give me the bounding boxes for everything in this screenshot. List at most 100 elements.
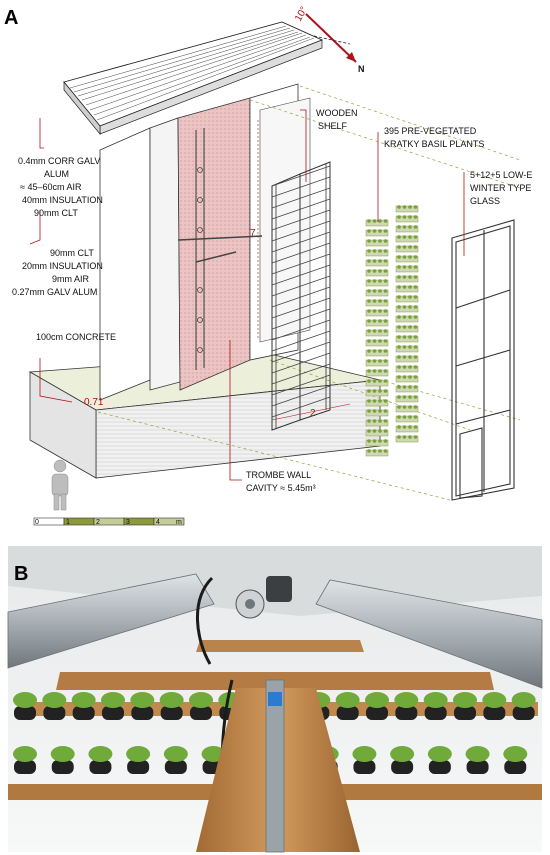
basil-plant	[372, 259, 377, 263]
basil-plant	[402, 275, 407, 279]
basil-plant	[367, 229, 371, 233]
plant-pot	[336, 706, 359, 720]
basil-plant	[367, 319, 371, 323]
building-body	[99, 83, 311, 401]
plant-pot	[131, 706, 154, 720]
basil-plant	[408, 365, 412, 369]
basil-plant	[413, 345, 418, 349]
basil-plant	[413, 295, 418, 299]
basil-plant	[372, 359, 377, 363]
basil-plant	[408, 245, 412, 249]
dimension-marks: 7 2 0.71	[84, 120, 351, 421]
plant-pot	[428, 760, 451, 774]
basil-plant	[378, 329, 382, 333]
leader-lines	[29, 109, 465, 481]
basil-plant	[367, 219, 371, 223]
basil-plant	[397, 255, 401, 259]
basil-plant	[402, 415, 407, 419]
basil-plant	[408, 405, 412, 409]
basil-plant	[383, 309, 388, 313]
glass-annotation-line-1: 5+12+5 LOW-E	[470, 170, 532, 180]
basil-plant	[372, 239, 377, 243]
plant-foliage	[50, 746, 75, 762]
basil-plant	[372, 279, 377, 283]
basil-plant	[378, 359, 382, 363]
basil-plant	[408, 265, 412, 269]
basil-plant	[378, 369, 382, 373]
roof-layer-4: 40mm INSULATION	[22, 195, 103, 205]
basil-plant	[413, 425, 418, 429]
wall-layer-2: 20mm INSULATION	[22, 261, 103, 271]
plant-tray	[365, 349, 389, 357]
plant-tray	[365, 399, 389, 407]
plant-tray	[365, 439, 389, 447]
plant-pot	[466, 760, 489, 774]
basil-plant	[383, 439, 388, 443]
basil-plant	[402, 395, 407, 399]
plant-tray	[395, 425, 419, 433]
shelf-rung	[271, 209, 331, 231]
roof-layer-2: ALUM	[44, 169, 69, 179]
basil-plant	[383, 299, 388, 303]
basil-plant	[397, 335, 401, 339]
shelf-rung	[271, 253, 331, 275]
plant-foliage	[13, 692, 37, 708]
plant-tray	[395, 415, 419, 423]
basil-plant	[372, 379, 377, 383]
basil-plant	[408, 325, 412, 329]
basil-plant	[378, 449, 382, 453]
basil-plant	[378, 299, 382, 303]
plant-foliage	[482, 692, 507, 708]
basil-plant	[378, 229, 382, 233]
plant-tray	[395, 295, 419, 303]
basil-plant	[383, 409, 388, 413]
plant-tray	[395, 355, 419, 363]
shelf-rung	[271, 275, 331, 297]
basil-plant	[397, 365, 401, 369]
shelf-rung	[271, 319, 331, 341]
panel-b-photo: B	[7, 546, 543, 853]
basil-plant	[372, 309, 377, 313]
shelf-rung	[271, 187, 331, 209]
plant-tray	[365, 409, 389, 417]
scale-tick-0: 0	[35, 519, 39, 526]
low-e-glass-frame	[451, 219, 515, 501]
basil-plant	[372, 419, 377, 423]
plant-tray	[365, 259, 389, 267]
plant-tray	[365, 449, 389, 457]
plant-foliage	[394, 692, 419, 708]
fan-unit	[235, 576, 292, 619]
wall-layer-1: 90mm CLT	[50, 248, 94, 258]
basil-plant	[367, 369, 371, 373]
basil-plant	[397, 235, 401, 239]
trombe-annotation-line-1: TROMBE WALL	[246, 470, 311, 480]
basil-plant	[383, 249, 388, 253]
basil-plant	[397, 405, 401, 409]
plant-foliage	[159, 692, 184, 708]
basil-plant	[408, 205, 412, 209]
basil-plant	[383, 279, 388, 283]
plant-foliage	[427, 746, 452, 762]
plant-foliage	[335, 692, 360, 708]
shelf-annotation-line-1: WOODEN	[316, 108, 358, 118]
basil-plant	[413, 235, 418, 239]
basil-plant	[413, 205, 418, 209]
basil-plant	[383, 319, 388, 323]
plant-tray	[365, 319, 389, 327]
basil-plant	[402, 355, 407, 359]
plant-pot	[454, 706, 476, 720]
plant-foliage	[511, 692, 536, 708]
basil-plant	[408, 415, 412, 419]
plant-pot	[504, 760, 527, 774]
plant-foliage	[71, 692, 96, 708]
scale-tick-4: 4	[156, 519, 160, 526]
shelf-rung	[271, 231, 331, 253]
basil-plant	[408, 375, 412, 379]
basil-plant	[383, 339, 388, 343]
wall-layer-4: 0.27mm GALV ALUM	[12, 287, 97, 297]
roof-layer-1: 0.4mm CORR GALV	[18, 156, 100, 166]
basil-plant	[413, 315, 418, 319]
basil-plant	[372, 389, 377, 393]
plant-tray	[365, 329, 389, 337]
basil-plant	[372, 429, 377, 433]
